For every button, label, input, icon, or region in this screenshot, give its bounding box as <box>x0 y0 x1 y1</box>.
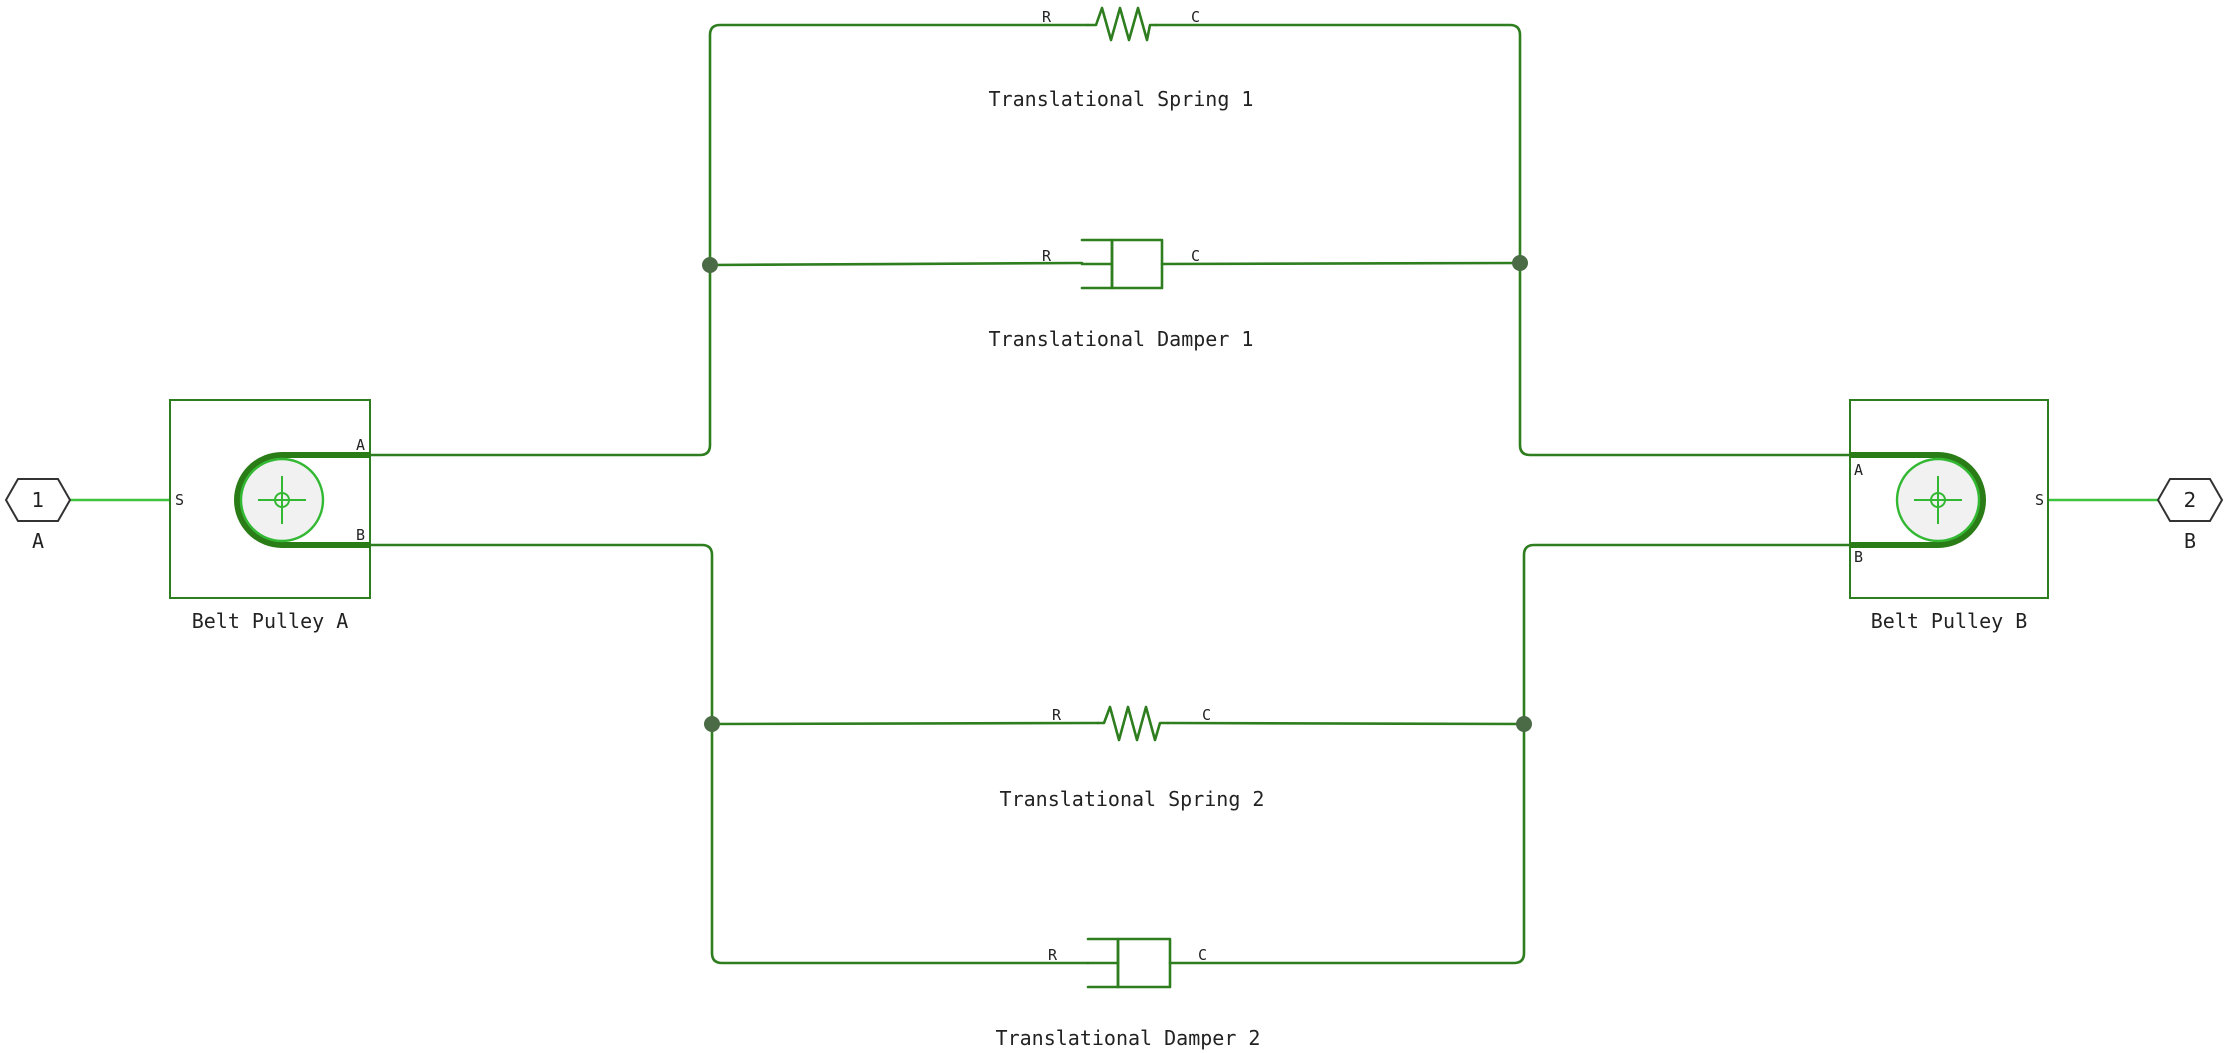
belt-pulley-a-axle-icon <box>274 492 290 508</box>
connection-damper2-c[interactable] <box>1168 722 1526 965</box>
inport-2[interactable]: 2 B <box>2156 478 2224 553</box>
damper-1-piston-icon[interactable] <box>1110 238 1164 290</box>
damper-2-label: Translational Damper 2 <box>996 1026 1261 1050</box>
translational-spring-2-block[interactable]: R C Translational Spring 2 <box>1000 705 1265 811</box>
damper-1-port-c: C <box>1191 247 1200 265</box>
connection-spring2-c[interactable] <box>1166 721 1526 726</box>
belt-pulley-a-label: Belt Pulley A <box>192 609 349 633</box>
inport-1[interactable]: 1 A <box>4 478 72 553</box>
belt-pulley-a-belt <box>234 452 370 548</box>
connection-damper1-c[interactable] <box>1160 261 1522 266</box>
spring-1-coil-icon[interactable] <box>1086 6 1158 42</box>
damper-2-port-c: C <box>1198 946 1207 964</box>
translational-damper-1-block[interactable]: R C Translational Damper 1 <box>989 238 1254 351</box>
belt-pulley-b-label: Belt Pulley B <box>1871 609 2028 633</box>
belt-pulley-b-port-a: A <box>1854 461 1863 479</box>
connection-pulley-b-port-a[interactable] <box>1518 261 1852 457</box>
damper-2-piston-icon[interactable] <box>1116 937 1172 989</box>
spring-2-label: Translational Spring 2 <box>1000 787 1265 811</box>
connection-spring2-r[interactable] <box>710 721 1100 726</box>
belt-pulley-a-frame[interactable] <box>169 399 371 599</box>
junction-bottom-left <box>704 716 720 732</box>
belt-pulley-b-axle-icon <box>1930 492 1946 508</box>
belt-pulley-a-port-a: A <box>356 436 365 454</box>
junction-top-left <box>702 257 718 273</box>
belt-pulley-b-belt <box>1850 452 1986 548</box>
inport-1-shape[interactable] <box>4 478 72 522</box>
belt-pulley-b-port-s: S <box>2035 491 2044 509</box>
spring-2-port-c: C <box>1202 706 1211 724</box>
belt-pulley-b-port-b: B <box>1854 548 1863 566</box>
spring-1-port-c: C <box>1191 8 1200 26</box>
belt-pulley-a-port-b: B <box>356 526 365 544</box>
belt-pulley-b-block[interactable]: S A B Belt Pulley B <box>1849 399 2049 633</box>
inport-1-label: A <box>32 529 44 553</box>
belt-pulley-b-frame[interactable] <box>1849 399 2049 599</box>
belt-pulley-a-port-s: S <box>175 491 184 509</box>
damper-1-port-r: R <box>1042 247 1052 265</box>
connection-pulley-a-port-b[interactable] <box>368 543 714 726</box>
spring-2-port-r: R <box>1052 706 1062 724</box>
junction-top-right <box>1512 255 1528 271</box>
damper-2-port-r: R <box>1048 946 1058 964</box>
connection-damper1-r[interactable] <box>708 261 1084 267</box>
belt-pulley-a-block[interactable]: S A B Belt Pulley A <box>169 399 371 633</box>
connection-pulley-b-port-b[interactable] <box>1522 543 1852 726</box>
spring-1-port-r: R <box>1042 8 1052 26</box>
junction-bottom-right <box>1516 716 1532 732</box>
connection-spring1-c[interactable] <box>1154 23 1522 265</box>
translational-damper-2-block[interactable]: R C Translational Damper 2 <box>996 937 1261 1050</box>
inport-2-number: 2 <box>2184 488 2197 512</box>
connection-spring1-r[interactable] <box>708 23 1090 267</box>
translational-spring-1-block[interactable]: R C Translational Spring 1 <box>989 6 1254 111</box>
inport-2-shape[interactable] <box>2156 478 2224 522</box>
connection-pulley-a-port-a[interactable] <box>368 263 712 457</box>
connection-damper2-r[interactable] <box>710 722 1090 965</box>
inport-2-label: B <box>2184 529 2196 553</box>
inport-1-number: 1 <box>32 488 45 512</box>
spring-2-coil-icon[interactable] <box>1096 705 1170 742</box>
damper-1-label: Translational Damper 1 <box>989 327 1254 351</box>
spring-1-label: Translational Spring 1 <box>989 87 1254 111</box>
